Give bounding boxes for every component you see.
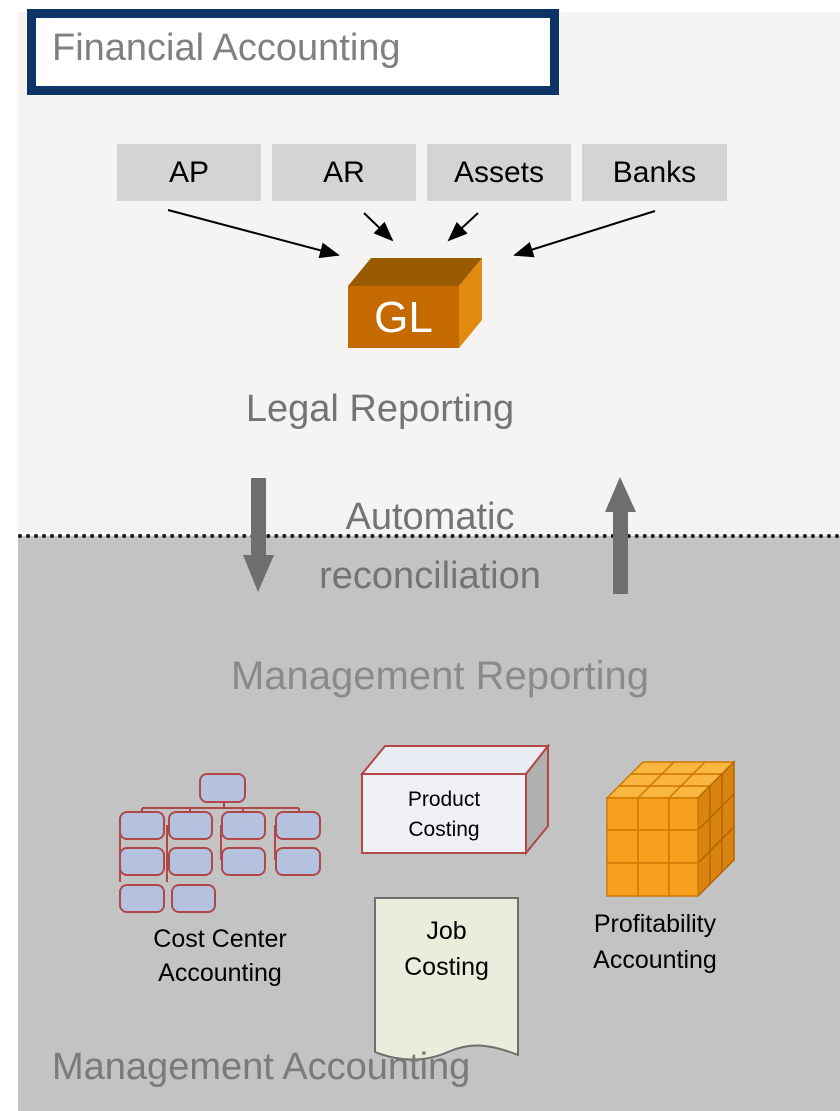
product-costing-label-2: Costing — [408, 818, 480, 841]
divider-line — [18, 534, 840, 538]
source-box-assets: Assets — [427, 144, 571, 201]
source-label-assets: Assets — [453, 155, 545, 189]
down-arrow-icon — [243, 478, 274, 592]
cost-center-label-1: Cost Center — [153, 925, 287, 953]
source-label-banks: Banks — [612, 155, 697, 189]
source-box-ar: AR — [272, 144, 416, 201]
management-reporting-label: Management Reporting — [230, 654, 650, 698]
arrow-assets — [447, 212, 479, 242]
source-label-ap: AP — [168, 155, 210, 189]
profitability-label-1: Profitability — [593, 910, 717, 938]
arrow-banks — [513, 210, 656, 258]
legal-reporting-label: Legal Reporting — [245, 388, 515, 430]
source-box-banks: Banks — [582, 144, 727, 201]
job-costing-label-1: Job — [426, 917, 467, 945]
reconciliation-line2: reconciliation — [319, 555, 541, 597]
profitability-label-2: Accounting — [593, 946, 717, 974]
source-box-ap: AP — [117, 144, 261, 201]
gl-label: GL — [374, 293, 433, 342]
title-box — [27, 9, 559, 95]
job-costing-label-2: Costing — [404, 953, 489, 981]
arrow-ar — [363, 212, 394, 242]
management-accounting-title: Management Accounting — [52, 1046, 471, 1088]
arrow-ap — [167, 209, 340, 259]
reconciliation-line1: Automatic — [345, 496, 515, 538]
up-arrow-icon — [605, 477, 636, 594]
page-title: Financial Accounting — [52, 27, 401, 69]
source-label-ar: AR — [323, 155, 365, 189]
cost-center-label-2: Accounting — [158, 959, 282, 987]
product-costing-label-1: Product — [407, 788, 481, 811]
